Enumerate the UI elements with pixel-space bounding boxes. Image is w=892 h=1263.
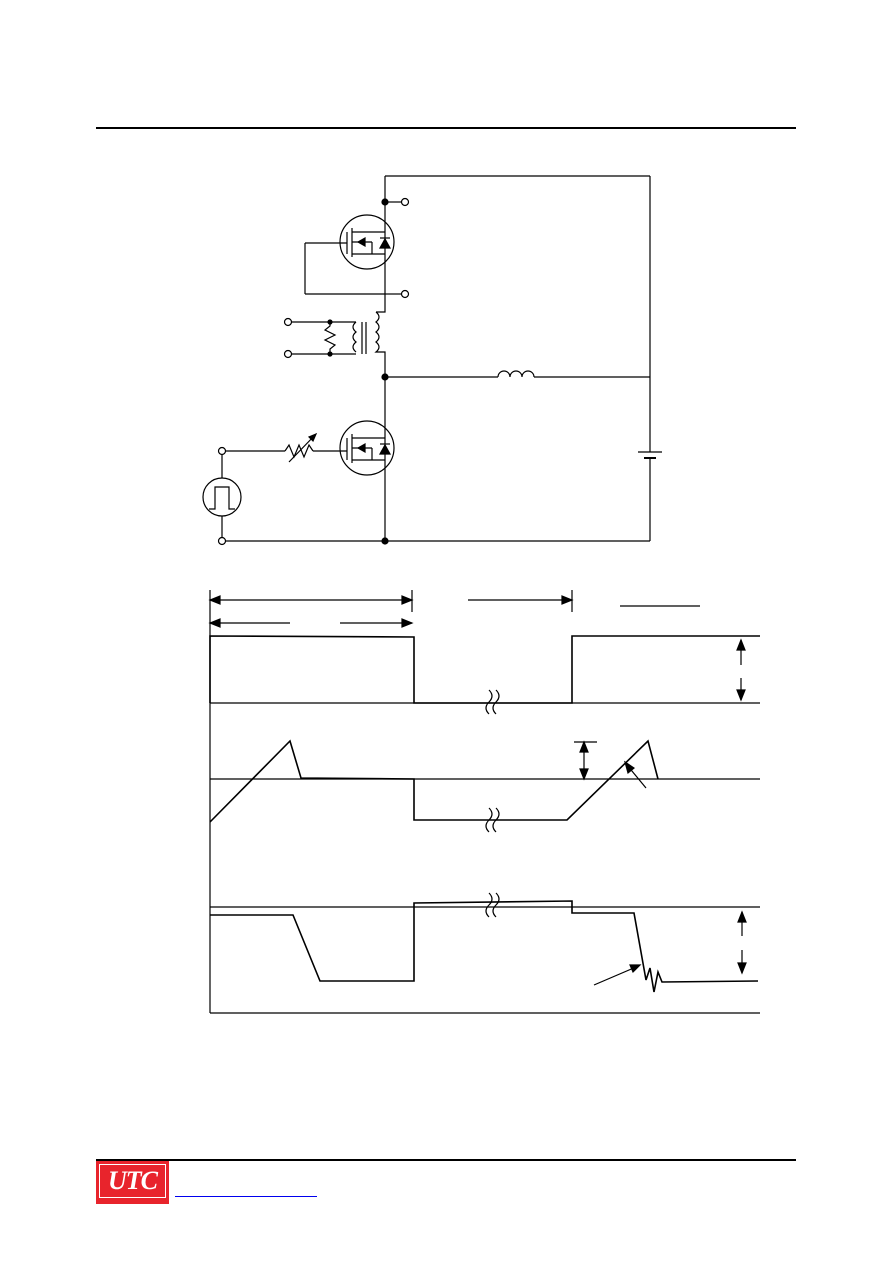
trace-gate-voltage <box>209 635 760 704</box>
utc-logo-text: UTC <box>108 1166 158 1195</box>
waveform-diagram <box>208 590 760 1014</box>
terminal-probe-b <box>283 349 293 359</box>
junction-dot <box>381 537 389 545</box>
current-probe-symbol <box>283 296 386 365</box>
inductor-symbol <box>385 370 650 378</box>
trace-drain-current <box>209 739 659 823</box>
battery-symbol <box>638 451 662 459</box>
pulse-generator-symbol <box>202 477 242 517</box>
terminal-drain <box>400 197 410 207</box>
trace-drain-voltage <box>210 900 759 993</box>
lower-mosfet-symbol <box>339 420 395 476</box>
terminal-probe-a <box>283 317 293 327</box>
terminal-gate-in <box>217 446 227 456</box>
footer-rule <box>96 1159 796 1161</box>
website-link-underline[interactable] <box>175 1196 317 1197</box>
terminal-gate-gnd <box>217 536 227 546</box>
header-rule <box>96 127 796 129</box>
terminal-source <box>400 289 410 299</box>
gate-drive <box>202 432 347 546</box>
test-circuit <box>202 175 662 546</box>
utc-logo: UTC <box>96 1161 169 1204</box>
upper-mosfet-symbol <box>304 214 395 295</box>
